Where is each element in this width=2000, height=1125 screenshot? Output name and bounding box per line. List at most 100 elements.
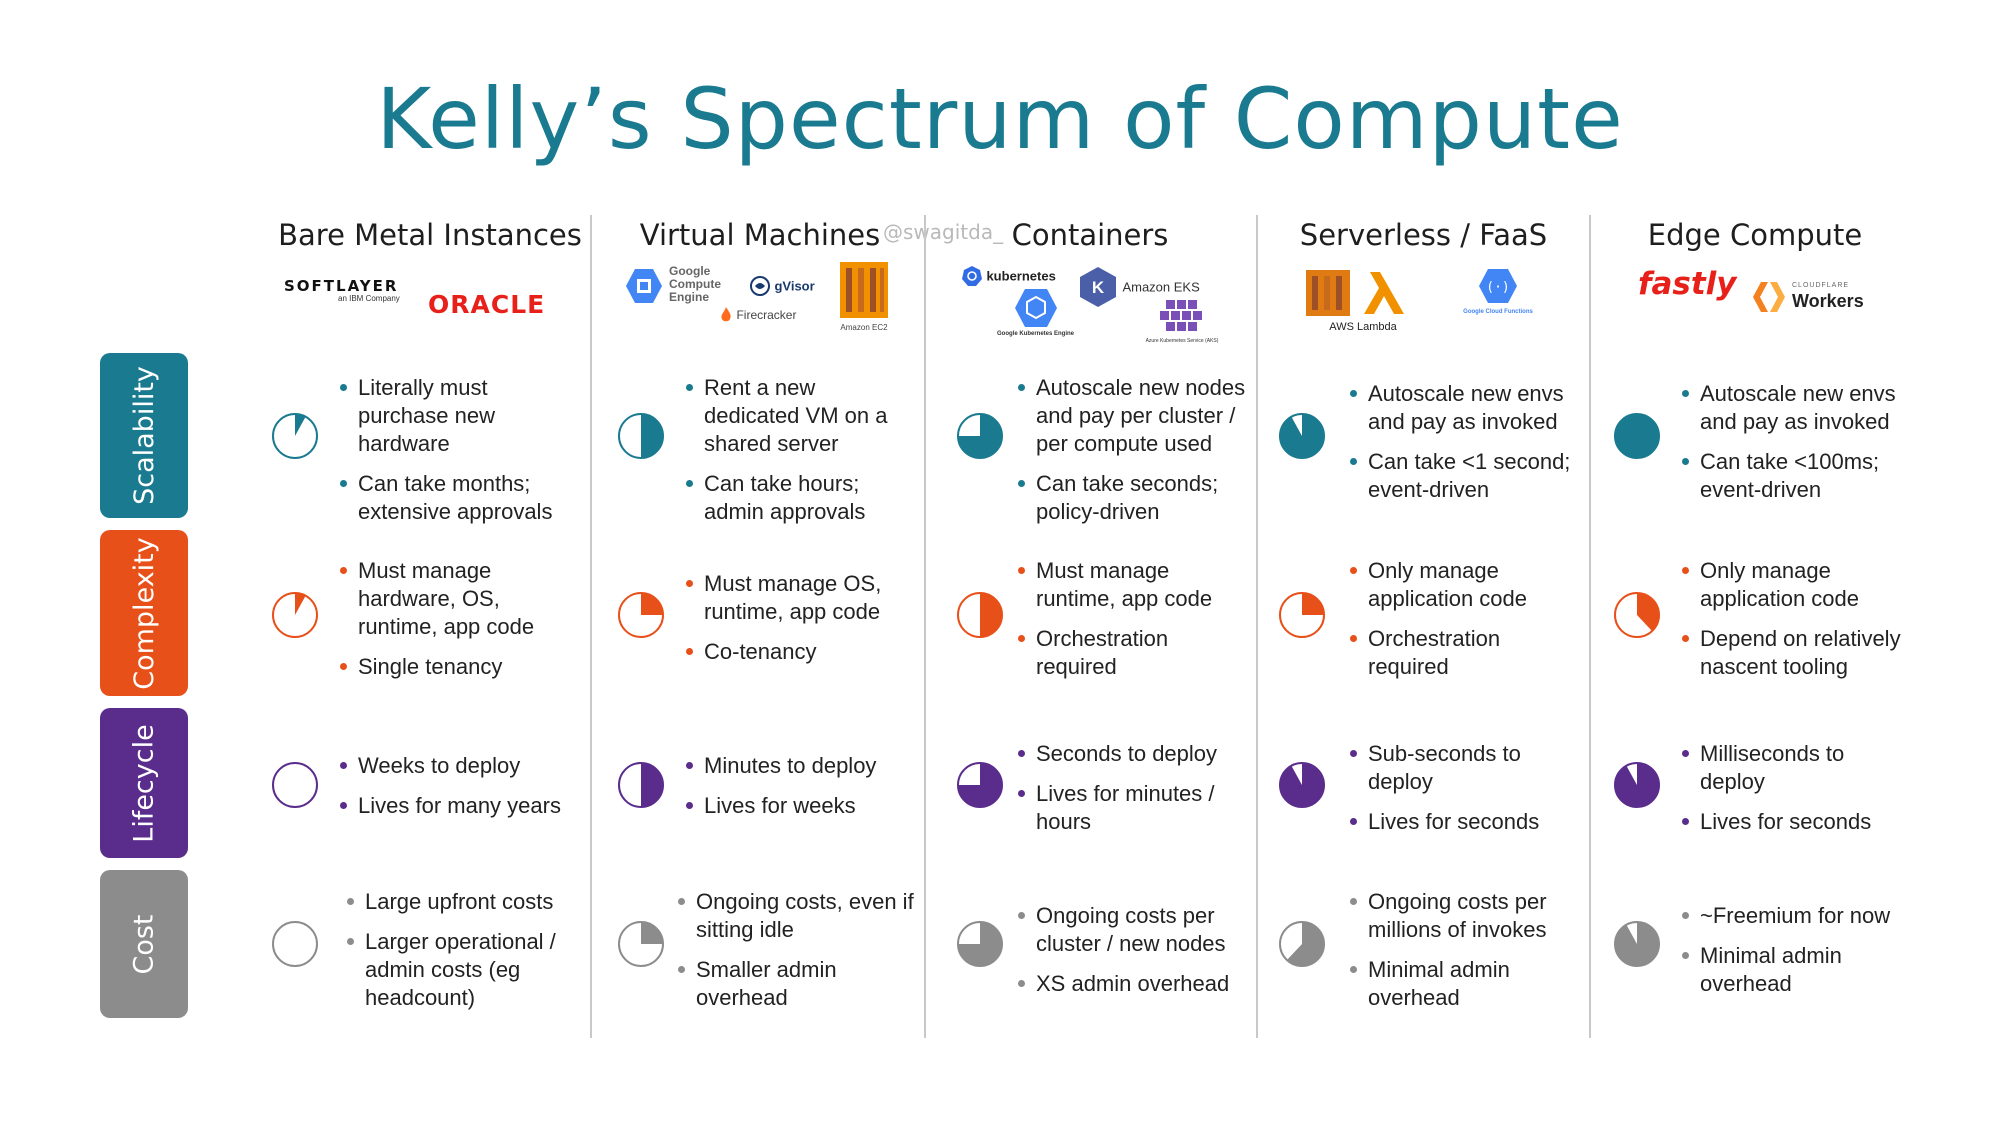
list-item: Ongoing costs per cluster / new nodes xyxy=(1018,902,1248,958)
pie-fill xyxy=(1637,593,1660,632)
bullets-lifecycle-containers: Seconds to deploy Lives for minutes / ho… xyxy=(1018,740,1248,848)
kubernetes-logo: kubernetes xyxy=(962,266,1056,286)
lifecycle-rating-edge-compute xyxy=(1614,762,1660,808)
list-item: Only manage application code xyxy=(1350,557,1582,613)
pie-outline xyxy=(272,762,318,808)
list-item: Must manage hardware, OS, runtime, app c… xyxy=(340,557,580,641)
list-item: Lives for many years xyxy=(340,792,580,820)
lambda-icon xyxy=(1306,270,1404,316)
amazon-ec2-logo: Amazon EC2 xyxy=(834,262,894,332)
pie-outline xyxy=(272,921,318,967)
fastly-logo: fastly xyxy=(1638,266,1737,302)
bullets-complexity-containers: Must manage runtime, app code Orchestrat… xyxy=(1018,557,1248,693)
list-item: Ongoing costs per millions of invokes xyxy=(1350,888,1582,944)
firecracker-icon xyxy=(721,306,731,322)
list-item: Single tenancy xyxy=(340,653,580,681)
list-item: Can take hours; admin approvals xyxy=(686,470,916,526)
row-label-complexity: Complexity xyxy=(100,530,188,696)
scalability-rating-virtual-machines xyxy=(618,413,664,459)
header-bare-metal: Bare Metal Instances xyxy=(278,218,582,252)
softlayer-logo: SOFTLAYER an IBM Company xyxy=(284,277,400,303)
header-containers: Containers xyxy=(1011,218,1169,252)
cost-rating-containers xyxy=(957,921,1003,967)
list-item: Autoscale new envs and pay as invoked xyxy=(1350,380,1582,436)
pie-fill xyxy=(641,414,663,458)
list-item: Weeks to deploy xyxy=(340,752,580,780)
list-item: Autoscale new nodes and pay per cluster … xyxy=(1018,374,1254,458)
scalability-rating-serverless xyxy=(1279,413,1325,459)
pie-fill xyxy=(1614,922,1659,966)
bullets-cost-edge-compute: ~Freemium for now Minimal admin overhead xyxy=(1682,902,1914,1010)
cost-rating-virtual-machines xyxy=(618,921,664,967)
list-item: Lives for weeks xyxy=(686,792,916,820)
amazon-eks-logo: K Amazon EKS xyxy=(1078,266,1200,308)
bullets-scalability-bare-metal: Literally must purchase new hardware Can… xyxy=(340,374,580,538)
list-item: Ongoing costs, even if sitting idle xyxy=(678,888,918,944)
svg-text:(·): (·) xyxy=(1486,280,1509,295)
scalability-rating-bare-metal xyxy=(272,413,318,459)
complexity-rating-virtual-machines xyxy=(618,592,664,638)
cloud-functions-icon: (·) xyxy=(1479,269,1517,303)
complexity-rating-edge-compute xyxy=(1614,592,1660,638)
list-item: Lives for seconds xyxy=(1350,808,1582,836)
google-cloud-functions-logo: (·) Google Cloud Functions xyxy=(1448,268,1548,315)
lifecycle-rating-bare-metal xyxy=(272,762,318,808)
column-divider xyxy=(924,215,926,1038)
ec2-icon xyxy=(840,262,888,318)
lifecycle-rating-containers xyxy=(957,762,1003,808)
list-item: Lives for seconds xyxy=(1682,808,1914,836)
pie-fill xyxy=(295,593,306,615)
bullets-lifecycle-serverless: Sub-seconds to deploy Lives for seconds xyxy=(1350,740,1582,848)
list-item: Depend on relatively nascent tooling xyxy=(1682,625,1922,681)
column-divider xyxy=(1589,215,1591,1038)
list-item: ~Freemium for now xyxy=(1682,902,1914,930)
list-item: Must manage OS, runtime, app code xyxy=(686,570,916,626)
scalability-rating-edge-compute xyxy=(1614,413,1660,459)
svg-text:K: K xyxy=(1092,278,1105,297)
bullets-scalability-edge-compute: Autoscale new envs and pay as invoked Ca… xyxy=(1682,380,1914,516)
bullets-cost-serverless: Ongoing costs per millions of invokes Mi… xyxy=(1350,888,1582,1024)
pie-fill xyxy=(1615,414,1659,458)
bullets-cost-bare-metal: Large upfront costs Larger operational /… xyxy=(347,888,582,1024)
list-item: Must manage runtime, app code xyxy=(1018,557,1248,613)
bullets-complexity-virtual-machines: Must manage OS, runtime, app code Co-ten… xyxy=(686,570,916,678)
list-item: Smaller admin overhead xyxy=(678,956,918,1012)
pie-fill xyxy=(295,414,306,436)
bullets-cost-virtual-machines: Ongoing costs, even if sitting idle Smal… xyxy=(678,888,918,1024)
list-item: Only manage application code xyxy=(1682,557,1922,613)
cost-rating-bare-metal xyxy=(272,921,318,967)
bullets-lifecycle-bare-metal: Weeks to deploy Lives for many years xyxy=(340,752,580,832)
list-item: Co-tenancy xyxy=(686,638,916,666)
eks-icon: K xyxy=(1080,267,1116,307)
complexity-rating-containers xyxy=(957,592,1003,638)
aks-icon xyxy=(1160,300,1202,331)
pie-fill xyxy=(641,593,663,615)
gke-logo: Google Kubernetes Engine xyxy=(978,288,1093,337)
complexity-rating-serverless xyxy=(1279,592,1325,638)
list-item: XS admin overhead xyxy=(1018,970,1248,998)
pie-fill xyxy=(641,763,663,807)
aws-lambda-logo: AWS Lambda xyxy=(1303,268,1423,333)
row-label-cost: Cost xyxy=(100,870,188,1018)
bullets-complexity-serverless: Only manage application code Orchestrati… xyxy=(1350,557,1582,693)
bullets-lifecycle-virtual-machines: Minutes to deploy Lives for weeks xyxy=(686,752,916,832)
pie-fill xyxy=(1614,763,1659,807)
list-item: Literally must purchase new hardware xyxy=(340,374,580,458)
pie-fill xyxy=(1279,763,1324,807)
bullets-scalability-containers: Autoscale new nodes and pay per cluster … xyxy=(1018,374,1254,538)
pie-fill xyxy=(980,593,1002,637)
list-item: Autoscale new envs and pay as invoked xyxy=(1682,380,1914,436)
pie-fill xyxy=(1286,922,1324,966)
column-divider xyxy=(590,215,592,1038)
lifecycle-rating-virtual-machines xyxy=(618,762,664,808)
list-item: Larger operational / admin costs (eg hea… xyxy=(347,928,582,1012)
pie-fill xyxy=(641,922,663,944)
list-item: Large upfront costs xyxy=(347,888,582,916)
complexity-rating-bare-metal xyxy=(272,592,318,638)
gvisor-icon xyxy=(750,276,770,296)
kubernetes-icon xyxy=(962,266,982,286)
pie-fill xyxy=(1279,414,1324,458)
bullets-complexity-edge-compute: Only manage application code Depend on r… xyxy=(1682,557,1922,693)
list-item: Minutes to deploy xyxy=(686,752,916,780)
bullets-lifecycle-edge-compute: Milliseconds to deploy Lives for seconds xyxy=(1682,740,1914,848)
